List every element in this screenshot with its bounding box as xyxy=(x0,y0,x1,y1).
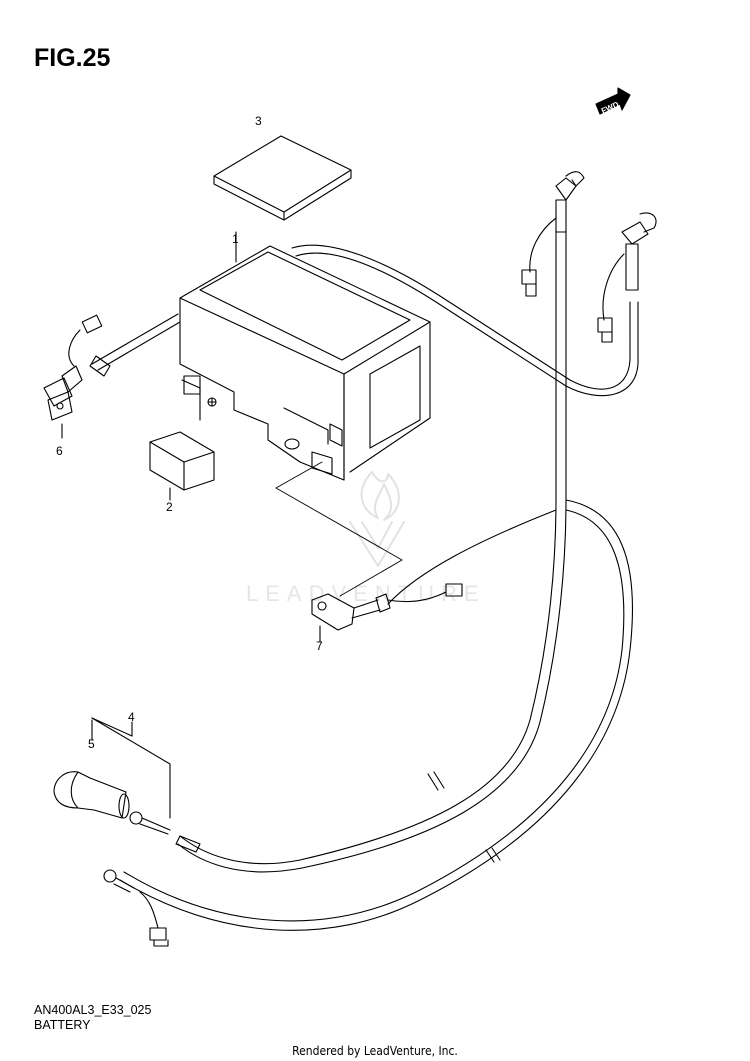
part-1-battery xyxy=(179,231,431,481)
part-6-lead-wire xyxy=(43,313,181,439)
callout-5: 5 xyxy=(88,737,95,751)
watermark-text: LEADVENTURE xyxy=(246,581,486,606)
part-5-terminal-boot xyxy=(53,717,171,835)
part-2-spacer-block xyxy=(149,431,215,501)
top-right-leads xyxy=(521,171,657,343)
main-harness-cable xyxy=(291,244,639,397)
callouts: 1 2 3 4 5 6 7 xyxy=(56,114,323,751)
long-cable-loop xyxy=(119,229,633,931)
callout-1: 1 xyxy=(232,232,239,246)
callout-6: 6 xyxy=(56,444,63,458)
callout-3: 3 xyxy=(255,114,262,128)
watermark: LEADVENTURE xyxy=(246,471,486,606)
callout-4: 4 xyxy=(128,710,135,724)
part-3-battery-pad xyxy=(213,135,352,221)
render-credit: Rendered by LeadVenture, Inc. xyxy=(292,1044,458,1058)
leadventure-flame-logo xyxy=(349,471,405,567)
callout-7: 7 xyxy=(316,639,323,653)
figure-title: FIG.25 xyxy=(34,44,111,72)
diagram-name: BATTERY xyxy=(34,1018,91,1032)
bottom-left-lead xyxy=(103,869,169,947)
part-4-bracket-lines xyxy=(91,717,171,819)
assembly-guide-lines xyxy=(275,461,403,597)
diagram-code: AN400AL3_E33_025 xyxy=(34,1003,152,1017)
callout-2: 2 xyxy=(166,500,173,514)
part-7-terminal-lead xyxy=(311,509,557,643)
forward-arrow-icon: FWD xyxy=(595,87,631,116)
